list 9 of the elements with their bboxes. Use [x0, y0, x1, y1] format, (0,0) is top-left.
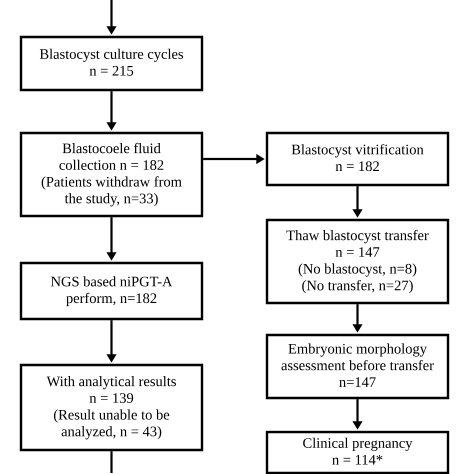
process-box: Blastocyst culture cycles n = 215 [20, 36, 204, 92]
process-box: With analytical results n = 139 (Result unable to be analyzed, n = 43) [20, 364, 204, 452]
process-box: NGS based niPGT-A perform, n=182 [20, 262, 204, 320]
process-box: Clinical pregnancy n = 114* [266, 430, 450, 474]
connector-line [110, 451, 113, 473]
process-box: Blastocyst vitrification n = 182 [266, 132, 450, 186]
process-box: Embryonic morphology assessment before transfer n=147 [266, 334, 450, 400]
process-box: Thaw blastocyst transfer n = 147 (No blastocyst, n=8) (No transfer, n=27) [266, 218, 450, 304]
process-box: Blastocoele fluid collection n = 182 (Patients withdraw from the study, n=33) [20, 132, 204, 218]
